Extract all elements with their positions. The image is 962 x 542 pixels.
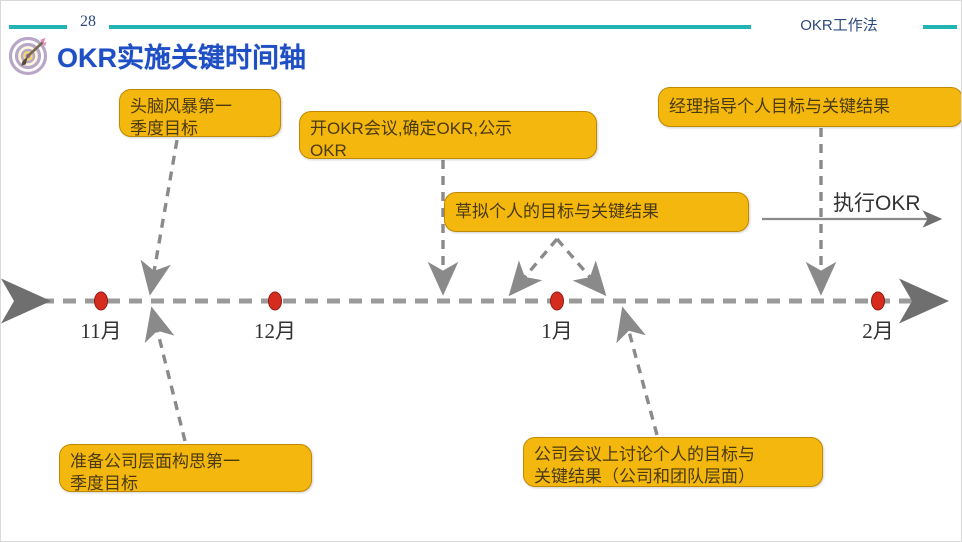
callout-line: 开OKR会议,确定OKR,公示 (310, 119, 513, 138)
header-rule-left (9, 25, 67, 29)
month-label-nov: 11月 (80, 319, 122, 343)
target-dartboard-icon (8, 34, 51, 76)
callout-draft-individual-okr[interactable]: 草拟个人的目标与关键结果 (444, 192, 749, 232)
callout-line: 准备公司层面构思第一 (70, 452, 240, 471)
month-label-feb: 2月 (862, 319, 894, 343)
callout-line: 草拟个人的目标与关键结果 (455, 201, 659, 221)
timeline-axis (1, 278, 949, 324)
callout-company-meeting-discuss-okr[interactable]: 公司会议上讨论个人的目标与 关键结果（公司和团队层面） (523, 437, 823, 487)
callout-line: 公司会议上讨论个人的目标与 (534, 445, 755, 464)
header-rule-right (923, 25, 957, 29)
exec-okr-label: 执行OKR (833, 192, 921, 215)
callout-line: 头脑风暴第一 (130, 97, 232, 116)
connector-prepare-company (144, 306, 187, 442)
callout-line: OKR (310, 141, 347, 161)
month-label-jan: 1月 (541, 319, 573, 343)
slide-title-row: OKR实施关键时间轴 (8, 34, 306, 76)
callout-line: 季度目标 (130, 119, 198, 139)
header-title: OKR工作法 (800, 17, 878, 34)
callout-prepare-company-level-q1[interactable]: 准备公司层面构思第一 季度目标 (59, 444, 312, 494)
callout-okr-meeting-confirm-publish[interactable]: 开OKR会议,确定OKR,公示 OKR (299, 111, 597, 161)
callout-manager-guides-individual-okr[interactable]: 经理指导个人目标与关键结果 (658, 87, 961, 127)
header-rule-middle (109, 25, 751, 29)
callout-brainstorm-q1-goals[interactable]: 头脑风暴第一 季度目标 (119, 89, 281, 139)
page-title: OKR实施关键时间轴 (57, 42, 306, 73)
page-number: 28 (80, 13, 96, 30)
connector-draft-left (508, 237, 559, 297)
connector-company-meeting (616, 306, 659, 436)
connector-draft-right (555, 237, 607, 297)
connector-brainstorm (140, 139, 179, 296)
callout-line: 季度目标 (70, 474, 138, 494)
timeline-markers (94, 291, 885, 311)
callout-line: 关键结果（公司和团队层面） (534, 467, 755, 487)
month-label-dec: 12月 (254, 319, 296, 343)
callout-line: 经理指导个人目标与关键结果 (669, 96, 890, 116)
